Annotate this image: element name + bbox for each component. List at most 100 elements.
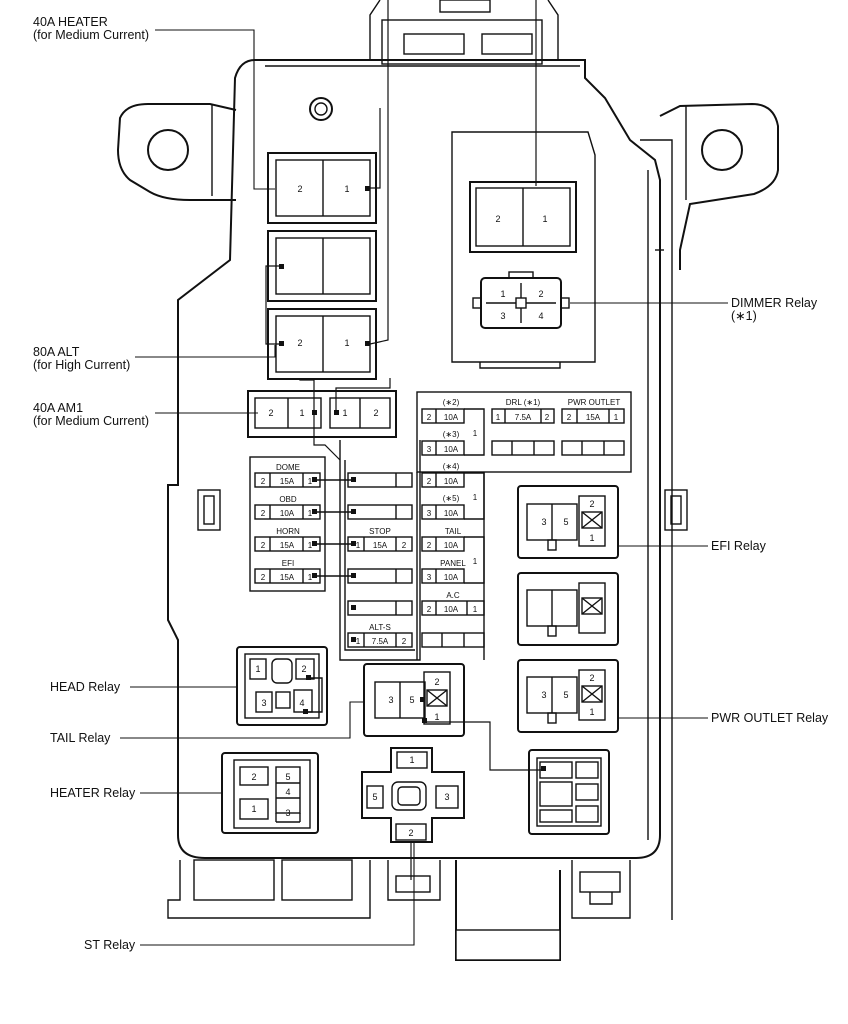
efi-relay-pin-1: 1: [589, 533, 594, 543]
am1-left-pin-left: 2: [268, 408, 273, 418]
callout-40a-heater-title: 40A HEATER: [33, 15, 108, 29]
fuse-alts-pin-b: 2: [402, 637, 407, 646]
tail-relay-pin-5: 5: [409, 695, 414, 705]
fuse-pwr-outlet-name: PWR OUTLET: [568, 398, 621, 407]
fuse-efi-pin-b: 1: [308, 573, 313, 582]
fuse-stop-pin-a: 1: [356, 541, 361, 550]
fuse-horn-pin-b: 1: [308, 541, 313, 550]
callout-heater-relay: HEATER Relay: [50, 786, 136, 800]
fuse-panel-name: PANEL: [440, 559, 466, 568]
fuse-pwr-outlet-pin-b: 1: [614, 413, 619, 422]
fuse-efi-rating: 15A: [280, 573, 295, 582]
fusible-link-top-right: 2 1: [469, 181, 577, 253]
internal-wires: [265, 0, 545, 880]
fuse-alts-name: ALT-S: [369, 623, 391, 632]
callout-leaders: [120, 29, 728, 946]
note-2: (∗2): [443, 398, 460, 407]
fuse-alts-pin-a: 1: [356, 637, 361, 646]
efi-relay-pin-3: 3: [541, 517, 546, 527]
note-3: (∗3): [443, 430, 460, 439]
fuse-stop-pin-b: 2: [402, 541, 407, 550]
fuse-r1-pin: 2: [427, 413, 432, 422]
dimmer-pin-3: 3: [500, 311, 505, 321]
heater-link-pin-right: 1: [344, 184, 349, 194]
fuse-panel-rating: 10A: [444, 573, 459, 582]
alt-link-pin-right: 1: [344, 338, 349, 348]
fuse-obd-rating: 10A: [280, 509, 295, 518]
fusible-link-40a-am1: 2 1 1 2: [247, 390, 397, 438]
fuse-drl-pin-b: 2: [545, 413, 550, 422]
head-relay-pin-1: 1: [255, 664, 260, 674]
heater-relay-pin-5: 5: [285, 772, 290, 782]
callout-efi-relay: EFI Relay: [711, 539, 766, 553]
heater-relay-pin-1: 1: [251, 804, 256, 814]
fuse-obd-pin-a: 2: [261, 509, 266, 518]
heater-relay-pin-3: 3: [285, 808, 290, 818]
bottom-right-relay: [528, 749, 610, 835]
head-relay-pin-3: 3: [261, 698, 266, 708]
callout-40a-am1-title: 40A AM1: [33, 401, 84, 415]
center-fuse-column: STOP 1 15A 2 ALT-S 1 7.5A 2: [317, 440, 421, 661]
st-relay-pin-5: 5: [372, 792, 377, 802]
left-fuse-group: DOME 2 15A 1 OBD 2 10A 1 HORN 2 15A 1 EF…: [249, 456, 326, 592]
am1-left-pin-right: 1: [299, 408, 304, 418]
fuse-tail-name: TAIL: [445, 527, 462, 536]
fuse-tail-rating: 10A: [444, 541, 459, 550]
callout-40a-am1: 40A AM1 (for Medium Current): [33, 402, 149, 428]
fuse-tail-pin: 2: [427, 541, 432, 550]
st-relay-pin-2: 2: [408, 828, 413, 838]
top-right-link-pin-left: 2: [495, 214, 500, 224]
fuse-r3-rating: 10A: [444, 477, 459, 486]
dimmer-pin-1: 1: [500, 289, 505, 299]
tail-relay-pin-3: 3: [388, 695, 393, 705]
heater-relay-pin-2: 2: [251, 772, 256, 782]
fuse-drl-name: DRL (∗1): [506, 398, 541, 407]
callout-head-relay: HEAD Relay: [50, 680, 121, 694]
fuse-dome-pin-a: 2: [261, 477, 266, 486]
fusible-link-80a-alt: 2 1: [267, 308, 377, 380]
am1-right-pin-right: 2: [373, 408, 378, 418]
fuse-pwr-outlet-pin-a: 2: [567, 413, 572, 422]
callout-40a-am1-sub: (for Medium Current): [33, 414, 149, 428]
fuse-r4-pin: 3: [427, 509, 432, 518]
pwr-relay-pin-1: 1: [589, 707, 594, 717]
housing: [116, 0, 779, 961]
fuse-r3-pin: 2: [427, 477, 432, 486]
callout-pwr-outlet-relay: PWR OUTLET Relay: [711, 711, 829, 725]
pwr-outlet-relay: 3 5 2 1: [517, 659, 619, 733]
fuse-dome-rating: 15A: [280, 477, 295, 486]
head-relay-pin-2: 2: [301, 664, 306, 674]
fuse-r34-common-pin: 1: [473, 493, 478, 502]
head-relay-pin-4: 4: [299, 698, 304, 708]
fuse-drl-rating: 7.5A: [515, 413, 532, 422]
callout-80a-alt: 80A ALT (for High Current): [33, 346, 130, 372]
fuse-r2-rating: 10A: [444, 445, 459, 454]
tail-relay: 3 5 2 1: [363, 663, 465, 737]
fuse-stop-rating: 15A: [373, 541, 388, 550]
fuse-pwr-outlet-rating: 15A: [586, 413, 601, 422]
heater-relay-pin-4: 4: [285, 787, 290, 797]
efi-relay-pin-5: 5: [563, 517, 568, 527]
callout-80a-alt-sub: (for High Current): [33, 358, 131, 372]
callout-dimmer-relay: DIMMER Relay (∗1): [731, 297, 817, 323]
unlabeled-relay-right: [517, 572, 619, 646]
fuse-efi-name: EFI: [282, 559, 294, 568]
fuse-ac-pin-a: 2: [427, 605, 432, 614]
am1-right-pin-left: 1: [342, 408, 347, 418]
tail-relay-pin-2: 2: [434, 677, 439, 687]
pwr-relay-pin-3: 3: [541, 690, 546, 700]
pwr-relay-pin-2: 2: [589, 673, 594, 683]
fuse-drl-pin-a: 1: [496, 413, 501, 422]
fuse-r12-common-pin: 1: [473, 429, 478, 438]
fuse-dome-name: DOME: [276, 463, 300, 472]
dimmer-zone: [451, 131, 596, 363]
dimmer-relay: 1 2 3 4: [472, 271, 570, 329]
fuse-obd-name: OBD: [279, 495, 297, 504]
dimmer-pin-2: 2: [538, 289, 543, 299]
pwr-relay-pin-5: 5: [563, 690, 568, 700]
fuse-efi-pin-a: 2: [261, 573, 266, 582]
callout-dimmer-relay-sub: (∗1): [731, 309, 757, 323]
fuse-ac-name: A.C: [446, 591, 460, 600]
callout-st-relay: ST Relay: [84, 938, 136, 952]
